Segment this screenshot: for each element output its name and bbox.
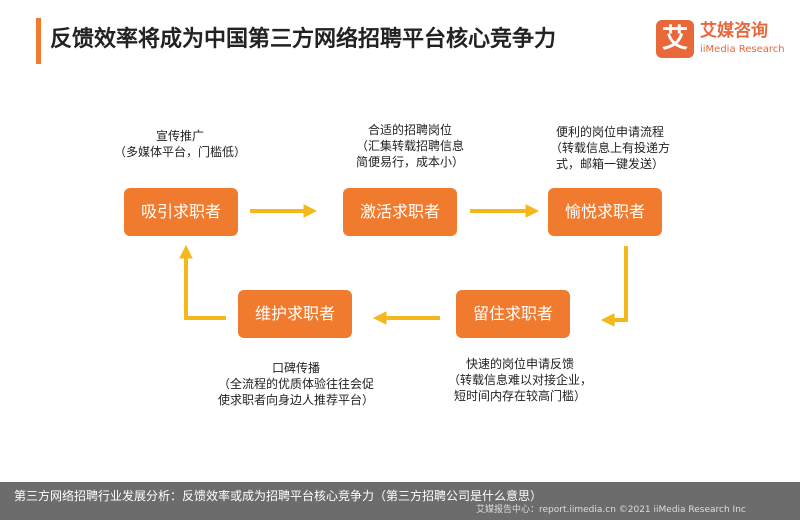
note-line: （汇集转载招聘信息: [355, 139, 464, 153]
note-line: 简便易行，成本小）: [355, 155, 464, 169]
note-attract: 宣传推广 （多媒体平台，门槛低）: [100, 128, 260, 160]
note-maintain: 口碑传播 （全流程的优质体验往往会促 使求职者向身边人推荐平台）: [196, 360, 396, 408]
note-line: 使求职者向身边人推荐平台）: [217, 393, 374, 407]
note-line: 宣传推广: [155, 129, 204, 143]
brand-name-en: iiMedia Research: [700, 44, 785, 55]
brand-logo-icon: 艾: [656, 20, 694, 58]
footer-caption: 第三方网络招聘行业发展分析：反馈效率或成为招聘平台核心竞争力（第三方招聘公司是什…: [14, 489, 543, 503]
note-line: 快速的岗位申请反馈: [465, 357, 574, 371]
note-retain: 快速的岗位申请反馈 （转载信息难以对接企业， 短时间内存在较高门槛）: [430, 356, 610, 404]
note-line: 口碑传播: [271, 361, 320, 375]
arrow-maintain-attract-head: [179, 244, 193, 259]
arrow-delight-retain-head: [600, 313, 615, 327]
arrow-maintain-attract: [184, 256, 226, 320]
note-line: （多媒体平台，门槛低）: [113, 145, 246, 159]
arrow-delight-retain: [612, 246, 628, 322]
note-line: （全流程的优质体验往往会促: [217, 377, 374, 391]
footer-bar: 第三方网络招聘行业发展分析：反馈效率或成为招聘平台核心竞争力（第三方招聘公司是什…: [0, 482, 800, 520]
note-line: （转载信息难以对接企业，: [447, 373, 592, 387]
brand-name-cn: 艾媒咨询: [700, 21, 768, 41]
arrow-retain-maintain-head: [372, 311, 387, 325]
note-line: 合适的招聘岗位: [367, 123, 452, 137]
arrow-attract-activate-head: [303, 204, 318, 218]
note-activate: 合适的招聘岗位 （汇集转载招聘信息 简便易行，成本小）: [330, 122, 490, 170]
note-line: 式，邮箱一键发送）: [555, 157, 664, 171]
footer-source: 艾媒报告中心：report.iimedia.cn ©2021 iiMedia R…: [476, 505, 746, 515]
node-attract: 吸引求职者: [124, 188, 238, 236]
node-activate: 激活求职者: [343, 188, 457, 236]
node-retain: 留住求职者: [456, 290, 570, 338]
note-line: 短时间内存在较高门槛）: [453, 389, 586, 403]
note-line: （转载信息上有投递方: [549, 141, 670, 155]
node-maintain: 维护求职者: [238, 290, 352, 338]
arrow-activate-delight-head: [525, 204, 540, 218]
title-accent-bar: [36, 18, 41, 64]
page-title: 反馈效率将成为中国第三方网络招聘平台核心竞争力: [50, 27, 557, 52]
note-line: 便利的岗位申请流程: [555, 125, 664, 139]
node-delight: 愉悦求职者: [548, 188, 662, 236]
brand-logo: 艾 艾媒咨询 iiMedia Research: [656, 20, 792, 60]
note-delight: 便利的岗位申请流程 （转载信息上有投递方 式，邮箱一键发送）: [530, 124, 690, 172]
